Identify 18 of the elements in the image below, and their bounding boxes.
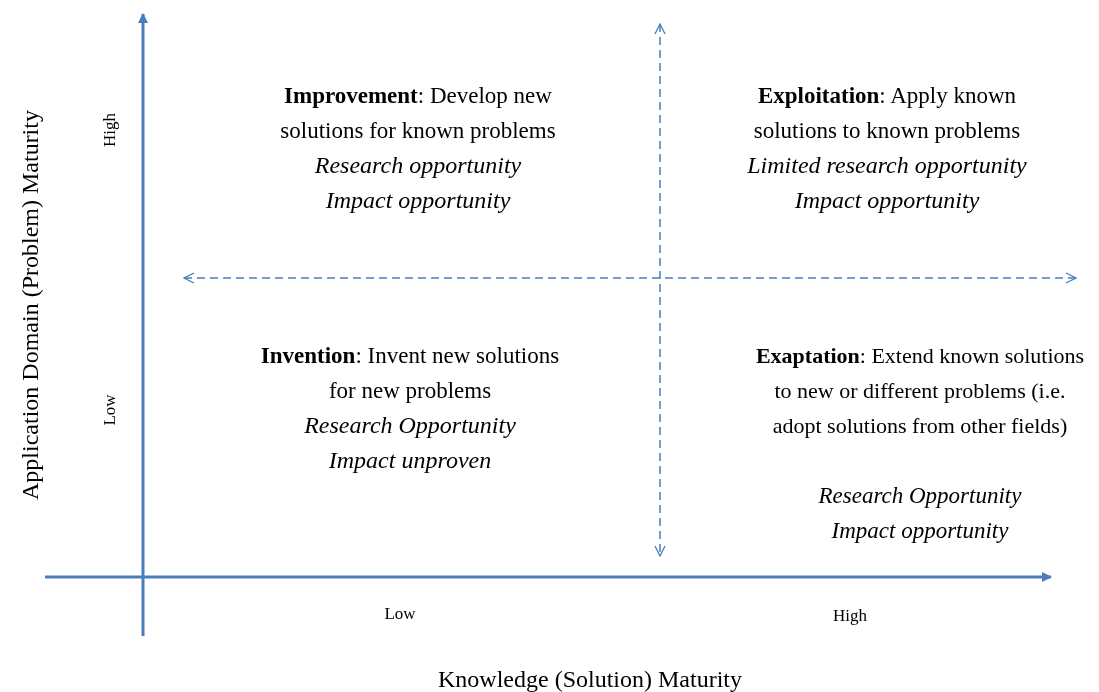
quadrant-description: Exaptation: Extend known solutions to new or different problems (i.e. adopt solutions from other fields) bbox=[755, 342, 1085, 440]
quadrant-note: Research Opportunity bbox=[817, 482, 1023, 510]
axis-tick-label: Low bbox=[384, 603, 416, 625]
quadrant-note: Impact opportunity bbox=[324, 186, 512, 215]
axis-title: Application Domain (Problem) Maturity bbox=[16, 110, 44, 500]
quadrant-note: Impact unproven bbox=[327, 446, 493, 475]
quadrant-note: Impact opportunity bbox=[830, 517, 1010, 545]
quadrant-note: Impact opportunity bbox=[793, 186, 981, 215]
quadrant-note: Limited research opportunity bbox=[746, 151, 1028, 180]
quadrant-note: Research opportunity bbox=[313, 151, 523, 180]
quadrant-description: Invention: Invent new solutions for new problems bbox=[259, 342, 561, 405]
axis-tick-label: High bbox=[100, 113, 120, 147]
quadrant-description: Improvement: Develop new solutions for known problems bbox=[279, 82, 557, 145]
quadrant-note: Research Opportunity bbox=[303, 411, 517, 440]
quadrant-description: Exploitation: Apply known solutions to known problems bbox=[752, 82, 1022, 145]
axis-tick-label: Low bbox=[100, 394, 120, 426]
axis-tick-label: High bbox=[833, 605, 867, 627]
axis-title: Knowledge (Solution) Maturity bbox=[438, 665, 742, 692]
